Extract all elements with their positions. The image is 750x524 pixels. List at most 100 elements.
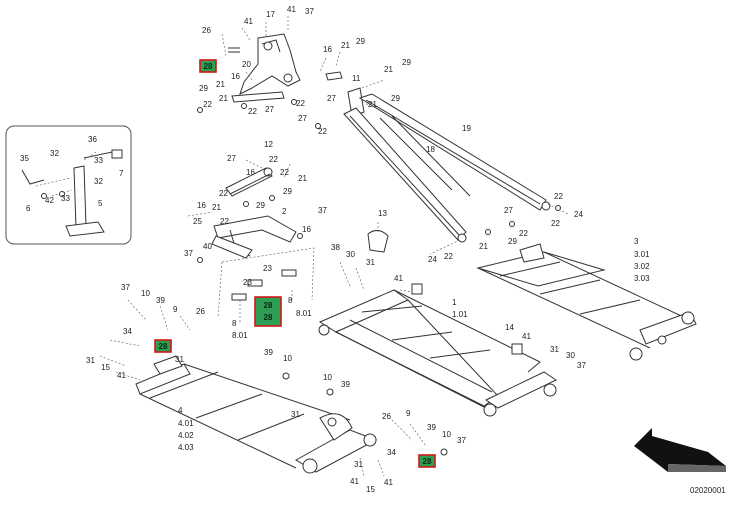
callout-26: 26 xyxy=(202,26,211,35)
direction-arrow-icon xyxy=(634,428,726,472)
callout-3.01: 3.01 xyxy=(634,250,650,259)
callout-29: 29 xyxy=(508,237,517,246)
callout-8.01: 8.01 xyxy=(296,309,312,318)
callout-4.02: 4.02 xyxy=(178,431,194,440)
callout-31: 31 xyxy=(550,345,559,354)
callout-8: 8 xyxy=(232,319,237,328)
callout-41: 41 xyxy=(287,5,296,14)
callout-31: 31 xyxy=(354,460,363,469)
callout-10: 10 xyxy=(283,354,292,363)
svg-text:28: 28 xyxy=(264,301,273,310)
callout-40: 40 xyxy=(203,242,212,251)
callout-3.03: 3.03 xyxy=(634,274,650,283)
callout-26: 26 xyxy=(196,307,205,316)
frame-3 xyxy=(476,243,697,361)
callout-37: 37 xyxy=(577,361,586,370)
hitch-yoke-assembly xyxy=(197,16,393,129)
long-links-18-19 xyxy=(343,93,569,255)
callout-2: 2 xyxy=(282,207,287,216)
callout-23: 23 xyxy=(243,278,252,287)
callout-29: 29 xyxy=(199,84,208,93)
inset-jack-stand xyxy=(5,125,132,245)
callout-22: 22 xyxy=(444,252,453,261)
callout-4.03: 4.03 xyxy=(178,443,194,452)
callout-21: 21 xyxy=(479,242,488,251)
callout-34: 34 xyxy=(123,327,132,336)
callout-21: 21 xyxy=(384,65,393,74)
callout-24: 24 xyxy=(574,210,583,219)
callout-41: 41 xyxy=(350,477,359,486)
callout-30: 30 xyxy=(566,351,575,360)
callout-11: 11 xyxy=(352,74,361,83)
callout-41: 41 xyxy=(522,332,531,341)
part-13-housing xyxy=(367,222,389,253)
callout-18: 18 xyxy=(426,145,435,154)
callout-27: 27 xyxy=(327,94,336,103)
svg-text:28: 28 xyxy=(264,313,273,322)
callout-16: 16 xyxy=(323,45,332,54)
callout-20: 20 xyxy=(242,60,251,69)
callout-26: 26 xyxy=(382,412,391,421)
callout-22: 22 xyxy=(554,192,563,201)
callout-23: 23 xyxy=(263,264,272,273)
callout-21: 21 xyxy=(298,174,307,183)
highlight-callout-28[interactable]: 28 xyxy=(154,339,172,353)
callout-41: 41 xyxy=(244,17,253,26)
callout-31: 31 xyxy=(291,410,300,419)
svg-text:28: 28 xyxy=(423,457,432,466)
callout-21: 21 xyxy=(216,80,225,89)
document-code: 02020001 xyxy=(690,486,726,495)
callout-17: 17 xyxy=(266,10,275,19)
callout-14: 14 xyxy=(505,323,514,332)
callout-15: 15 xyxy=(366,485,375,494)
highlight-callout-28[interactable]: 28 xyxy=(199,59,217,73)
callout-25: 25 xyxy=(193,217,202,226)
callout-22: 22 xyxy=(203,100,212,109)
callout-8.01: 8.01 xyxy=(232,331,248,340)
callout-37: 37 xyxy=(184,249,193,258)
callout-21: 21 xyxy=(219,94,228,103)
callout-37: 37 xyxy=(121,283,130,292)
callout-24: 24 xyxy=(428,255,437,264)
callout-10: 10 xyxy=(141,289,150,298)
callout-21: 21 xyxy=(212,203,221,212)
callout-10: 10 xyxy=(442,430,451,439)
callout-3.02: 3.02 xyxy=(634,262,650,271)
highlight-callout-28[interactable]: 28 xyxy=(418,454,436,468)
callout-13: 13 xyxy=(378,209,387,218)
svg-text:28: 28 xyxy=(159,342,168,351)
callout-27: 27 xyxy=(298,114,307,123)
callout-34: 34 xyxy=(387,448,396,457)
callout-3: 3 xyxy=(634,237,639,246)
callout-39: 39 xyxy=(427,423,436,432)
callout-41: 41 xyxy=(394,274,403,283)
callout-29: 29 xyxy=(402,58,411,67)
callout-22: 22 xyxy=(269,155,278,164)
callout-29: 29 xyxy=(391,94,400,103)
callout-39: 39 xyxy=(156,296,165,305)
callout-41: 41 xyxy=(384,478,393,487)
pin-set-8-23 xyxy=(217,247,315,322)
callout-22: 22 xyxy=(296,99,305,108)
link-arm-assembly xyxy=(187,159,303,263)
callout-21: 21 xyxy=(341,41,350,50)
callout-31: 31 xyxy=(175,355,184,364)
callout-42: 42 xyxy=(45,196,54,205)
callout-37: 37 xyxy=(305,7,314,16)
callout-5: 5 xyxy=(98,199,103,208)
callout-1.01: 1.01 xyxy=(452,310,468,319)
callout-16: 16 xyxy=(302,225,311,234)
callout-1: 1 xyxy=(452,298,457,307)
callout-22: 22 xyxy=(551,219,560,228)
callout-4.01: 4.01 xyxy=(178,419,194,428)
callout-19: 19 xyxy=(462,124,471,133)
callout-35: 35 xyxy=(20,154,29,163)
callout-6: 6 xyxy=(26,204,31,213)
frame-4 xyxy=(99,299,448,477)
callout-16: 16 xyxy=(246,168,255,177)
callout-7: 7 xyxy=(119,169,124,178)
callout-33: 33 xyxy=(61,194,70,203)
